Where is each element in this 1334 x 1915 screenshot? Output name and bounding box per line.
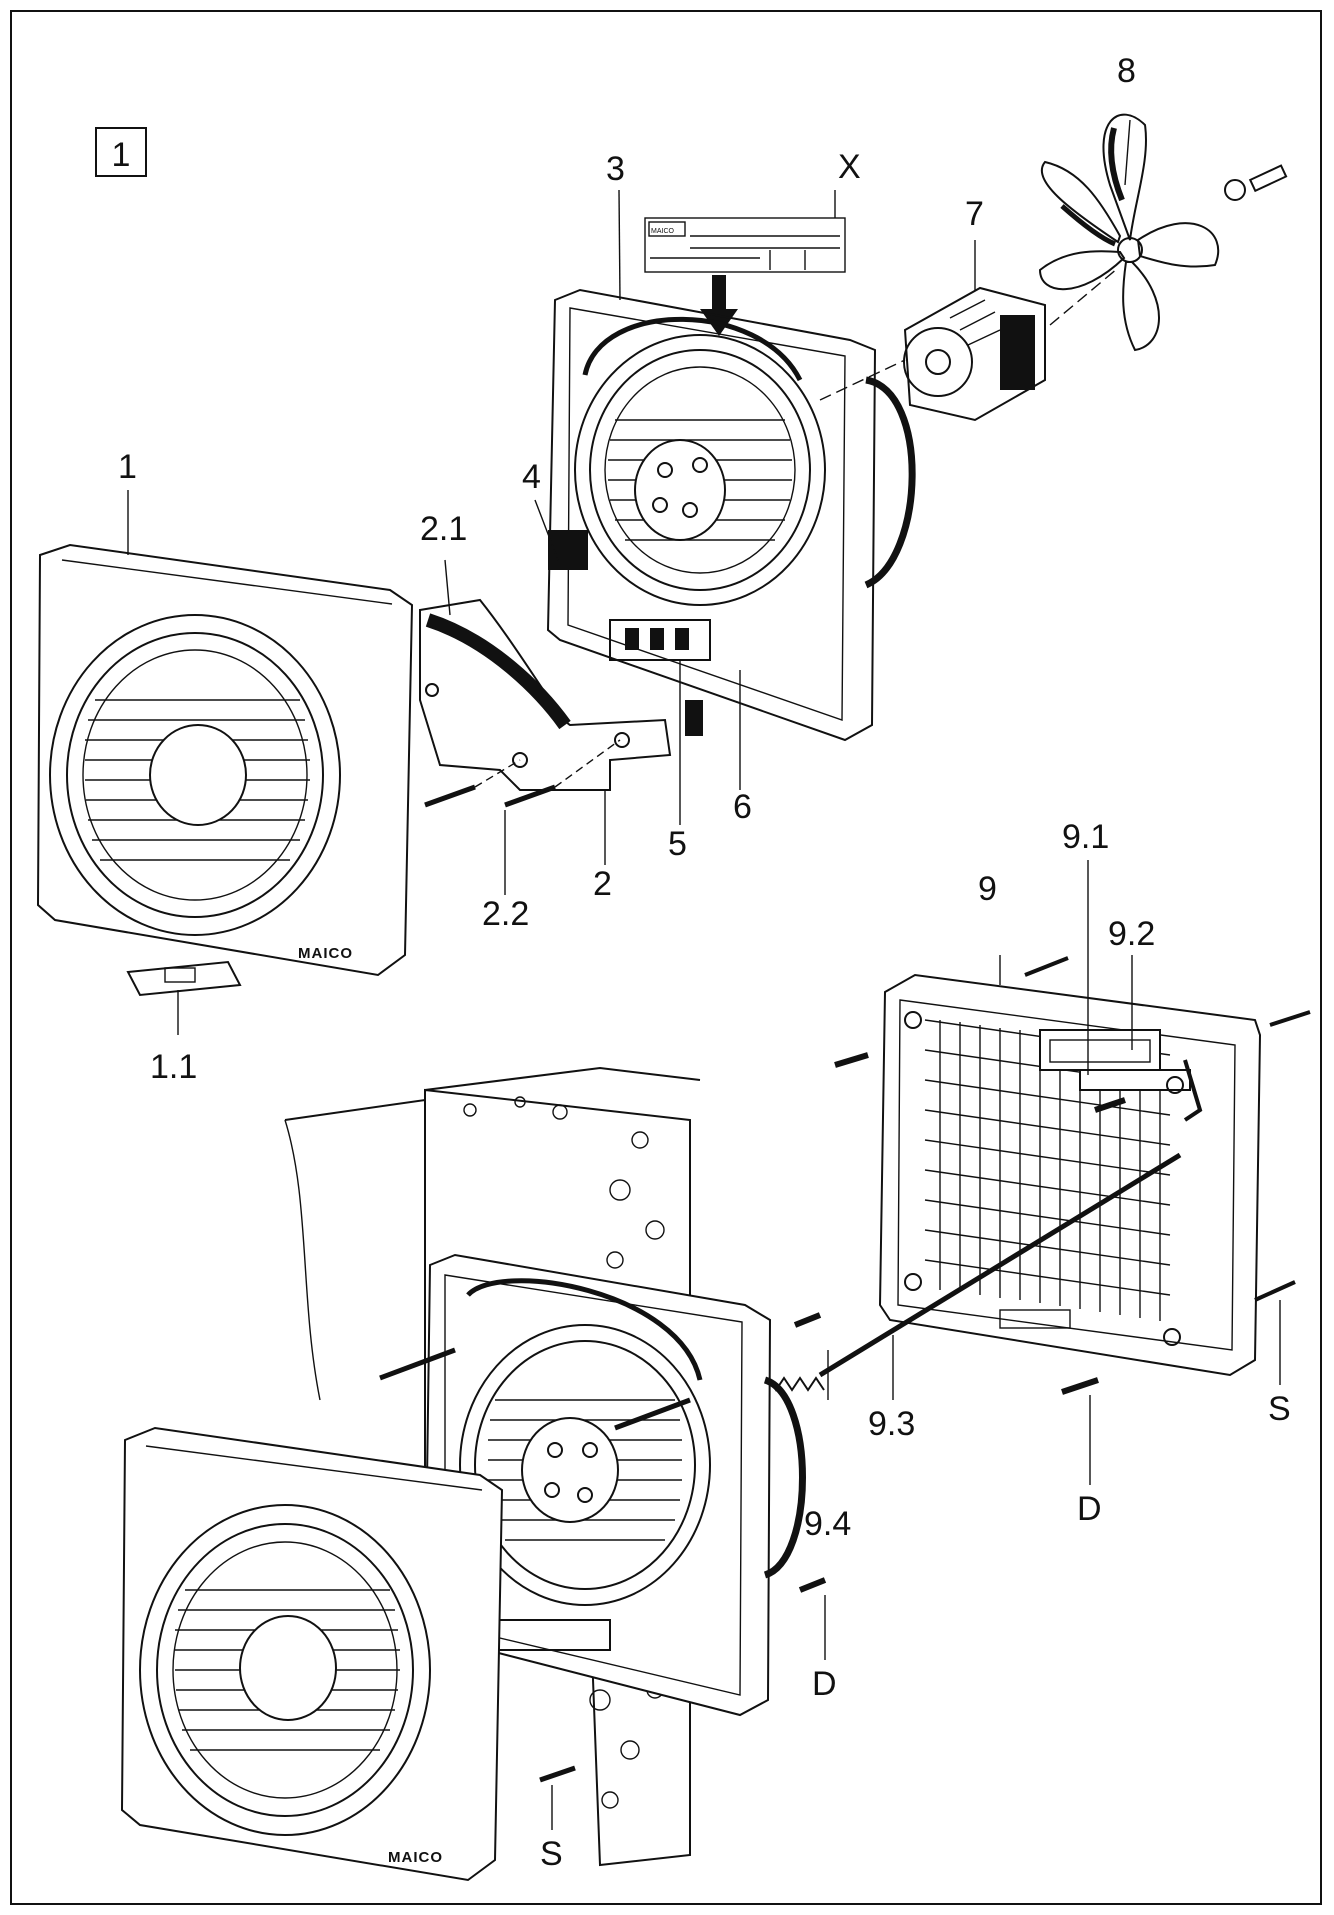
label-2: 2: [593, 865, 612, 903]
front-cover-lower: MAICO: [120, 1426, 504, 1882]
mounting-bracket: [419, 598, 672, 791]
label-6: 6: [733, 788, 752, 826]
grille-screws: [834, 956, 1311, 1395]
axis-line-2: [819, 359, 906, 401]
fan-housing-upper: [546, 288, 916, 742]
label-2-1: 2.1: [420, 510, 467, 548]
label-d-right: D: [1077, 1490, 1102, 1528]
label-s-right: S: [1268, 1390, 1291, 1428]
label-9: 9: [978, 870, 997, 908]
cover-clip: [126, 960, 242, 997]
bracket-screws: [424, 739, 621, 808]
label-d-middle: D: [812, 1665, 837, 1703]
label-7: 7: [965, 195, 984, 233]
impeller: [1038, 113, 1220, 352]
label-9-1: 9.1: [1062, 818, 1109, 856]
pull-cord: [818, 1152, 1182, 1378]
leader-lines: [127, 119, 1281, 1830]
fan-housing-lower: [423, 1253, 806, 1717]
figure-number-box: 1: [95, 127, 147, 177]
figure-number: 1: [112, 136, 131, 174]
label-9-4: 9.4: [804, 1505, 851, 1543]
label-9-2: 9.2: [1108, 915, 1155, 953]
label-x: X: [838, 148, 861, 186]
rating-nameplate: MAICO: [644, 217, 846, 273]
label-s-bottom: S: [540, 1835, 563, 1873]
nameplate-brand: MAICO: [651, 228, 675, 235]
axis-line: [1049, 267, 1119, 326]
label-2-2: 2.2: [482, 895, 529, 933]
drawing-frame: [10, 10, 1322, 1905]
impeller-nut-screw: [1224, 164, 1288, 201]
label-8: 8: [1117, 52, 1136, 90]
label-4: 4: [522, 458, 541, 496]
label-3: 3: [606, 150, 625, 188]
front-cover-upper: MAICO: [36, 543, 414, 977]
label-5: 5: [668, 825, 687, 863]
label-1: 1: [118, 448, 137, 486]
label-1-1: 1.1: [150, 1048, 197, 1086]
housing-screws-lower: [379, 1312, 827, 1783]
cover-brand-top: MAICO: [298, 945, 353, 962]
cover-brand-bottom: MAICO: [388, 1849, 443, 1866]
motor: [903, 286, 1046, 422]
label-9-3: 9.3: [868, 1405, 915, 1443]
part-labels: X 3 7 8 1 4 2.1 5 6 2 2.2 1.1 9 9.1 9.2 …: [118, 52, 1291, 1873]
outer-grille: [878, 973, 1262, 1377]
